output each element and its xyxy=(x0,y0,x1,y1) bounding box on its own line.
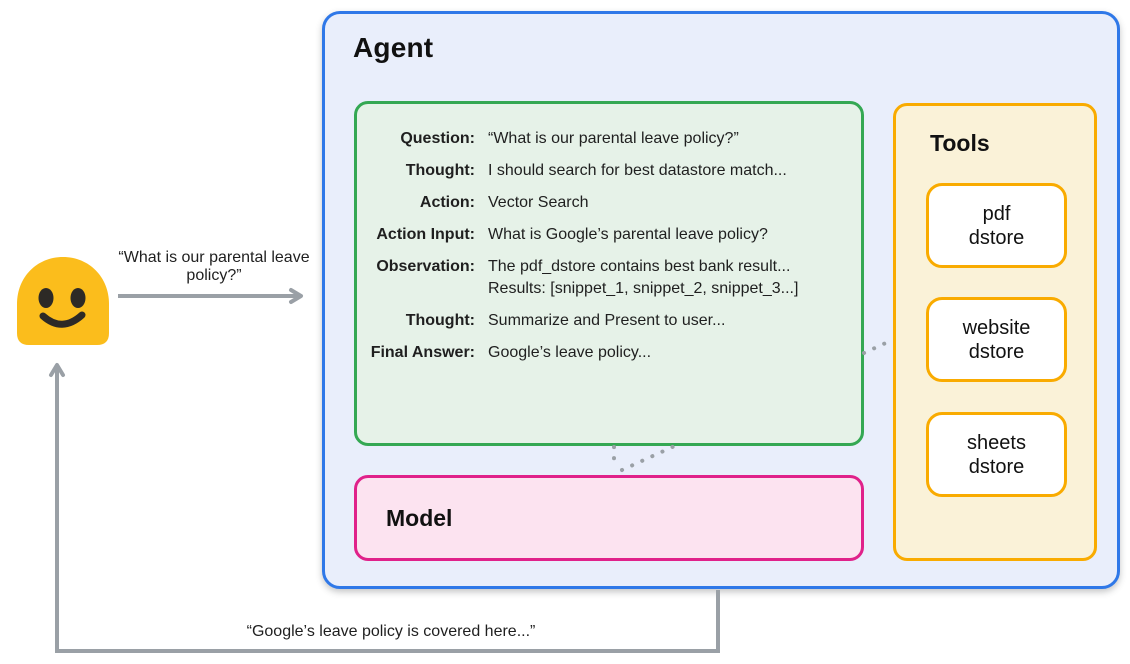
trace-label: Final Answer: xyxy=(370,344,475,361)
user-query-label: “What is our parental leave policy?” xyxy=(118,249,310,284)
tool-label-line1: sheets xyxy=(967,431,1026,454)
trace-value: “What is our parental leave policy?” xyxy=(488,130,739,147)
tool-label-line2: dstore xyxy=(968,455,1025,478)
trace-label: Action: xyxy=(419,194,475,211)
tools-title: Tools xyxy=(930,130,990,156)
trace-row-thought-1: Thought: I should search for best datast… xyxy=(357,160,849,182)
tool-node-pdf-dstore: pdf dstore xyxy=(926,183,1067,268)
tool-label-line2: dstore xyxy=(968,340,1025,363)
tools-panel: Tools pdf dstore website dstore sheets d… xyxy=(893,103,1097,561)
trace-row-final-answer: Final Answer: Google’s leave policy... xyxy=(357,342,849,364)
agent-response-label: “Google’s leave policy is covered here..… xyxy=(246,623,536,640)
tool-label-line1: pdf xyxy=(982,202,1011,225)
agent-title: Agent xyxy=(353,32,434,63)
trace-label: Action Input: xyxy=(376,226,475,243)
smiley-blob-icon xyxy=(17,257,109,345)
model-title: Model xyxy=(386,504,453,531)
trace-value: Summarize and Present to user... xyxy=(488,312,726,329)
tool-label-line2: dstore xyxy=(968,226,1025,249)
trace-row-action: Action: Vector Search xyxy=(357,192,849,214)
tool-node-sheets-dstore: sheets dstore xyxy=(926,412,1067,497)
tool-node-website-dstore: website dstore xyxy=(926,297,1067,382)
trace-label: Thought: xyxy=(405,312,475,329)
agent-container: Agent Question: “What is our parental le… xyxy=(322,11,1120,589)
user-smiley-icon xyxy=(13,256,113,346)
trace-row-action-input: Action Input: What is Google’s parental … xyxy=(357,224,849,246)
model-node: Model xyxy=(354,475,864,561)
trace-row-question: Question: “What is our parental leave po… xyxy=(357,128,849,150)
trace-value: Google’s leave policy... xyxy=(488,344,652,361)
trace-row-thought-2: Thought: Summarize and Present to user..… xyxy=(357,310,849,332)
trace-value: The pdf_dstore contains best bank result… xyxy=(488,256,849,300)
trace-value: I should search for best datastore match… xyxy=(488,162,787,179)
trace-value: What is Google’s parental leave policy? xyxy=(488,226,768,243)
trace-row-observation: Observation: The pdf_dstore contains bes… xyxy=(357,256,849,300)
tool-label-line1: website xyxy=(962,316,1031,339)
trace-value-line2: Results: [snippet_1, snippet_2, snippet_… xyxy=(488,280,799,297)
trace-label: Thought: xyxy=(405,162,475,179)
trace-label: Observation: xyxy=(376,258,475,275)
trace-label: Question: xyxy=(400,130,475,147)
trace-value-line1: The pdf_dstore contains best bank result… xyxy=(488,258,791,275)
react-trace-panel: Question: “What is our parental leave po… xyxy=(354,101,864,446)
trace-value: Vector Search xyxy=(488,194,589,211)
